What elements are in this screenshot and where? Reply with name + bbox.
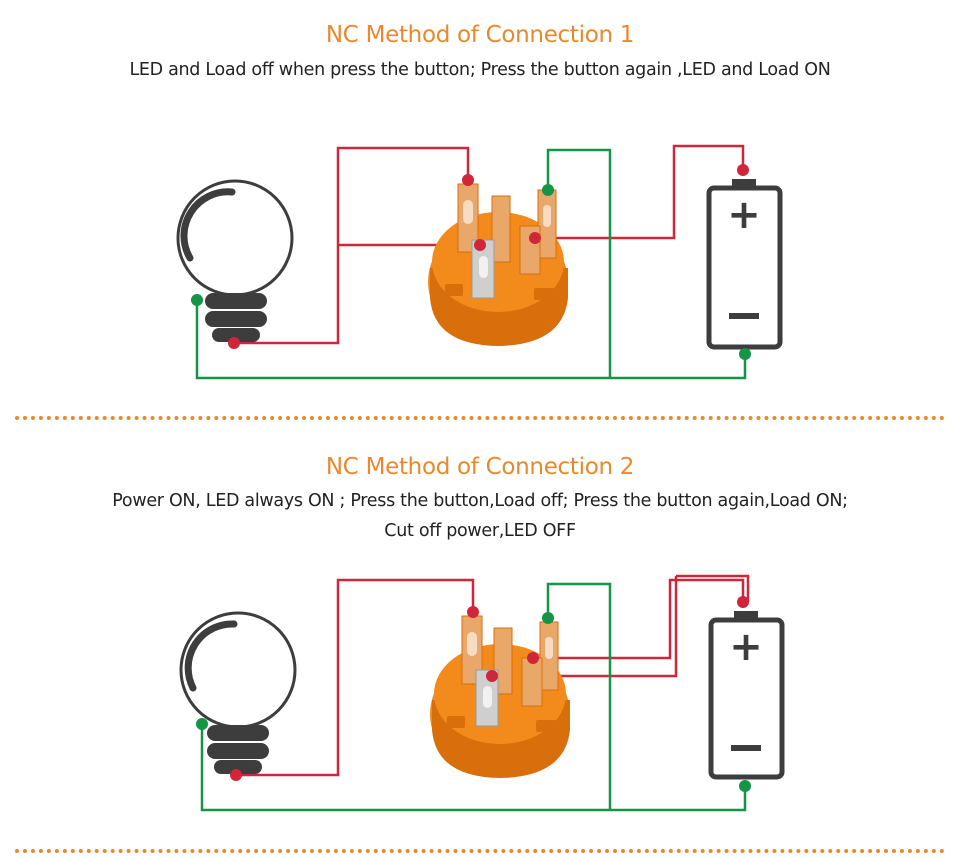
battery-plus-label: + (727, 192, 761, 238)
connection-section-1: NC Method of Connection 1 LED and Load o… (0, 0, 960, 420)
section-title-1: NC Method of Connection 1 (325, 22, 635, 48)
battery-icon: + (706, 179, 783, 350)
red-wire-bulb-to-switch (236, 578, 475, 777)
battery-plus-label: + (729, 624, 763, 670)
dotted-divider-2 (15, 849, 945, 853)
battery-minus-icon (731, 745, 761, 751)
connection-section-2: NC Method of Connection 2 Power ON, LED … (0, 430, 960, 858)
connection-dots (191, 164, 751, 360)
green-wire-loop (200, 582, 747, 812)
section-description-2-line-2: Cut off power,LED OFF (384, 521, 576, 541)
red-wire-bulb-to-switch (234, 146, 470, 345)
dotted-divider-1 (15, 416, 945, 420)
light-bulb-icon (176, 179, 294, 342)
battery-minus-icon (729, 313, 759, 319)
push-button-switch-icon (430, 615, 570, 778)
wiring-diagram-1: + (176, 144, 783, 380)
light-bulb-icon (179, 611, 297, 774)
push-button-switch-icon (428, 183, 568, 346)
section-description-1-line-1: LED and Load off when press the button; … (129, 60, 831, 80)
section-description-2-line-1: Power ON, LED always ON ; Press the butt… (112, 491, 848, 511)
green-wire-loop (195, 148, 747, 380)
battery-icon: + (708, 611, 785, 780)
wiring-diagram-2: + (179, 574, 785, 812)
section-title-2: NC Method of Connection 2 (325, 454, 635, 480)
connection-dots (196, 596, 751, 792)
